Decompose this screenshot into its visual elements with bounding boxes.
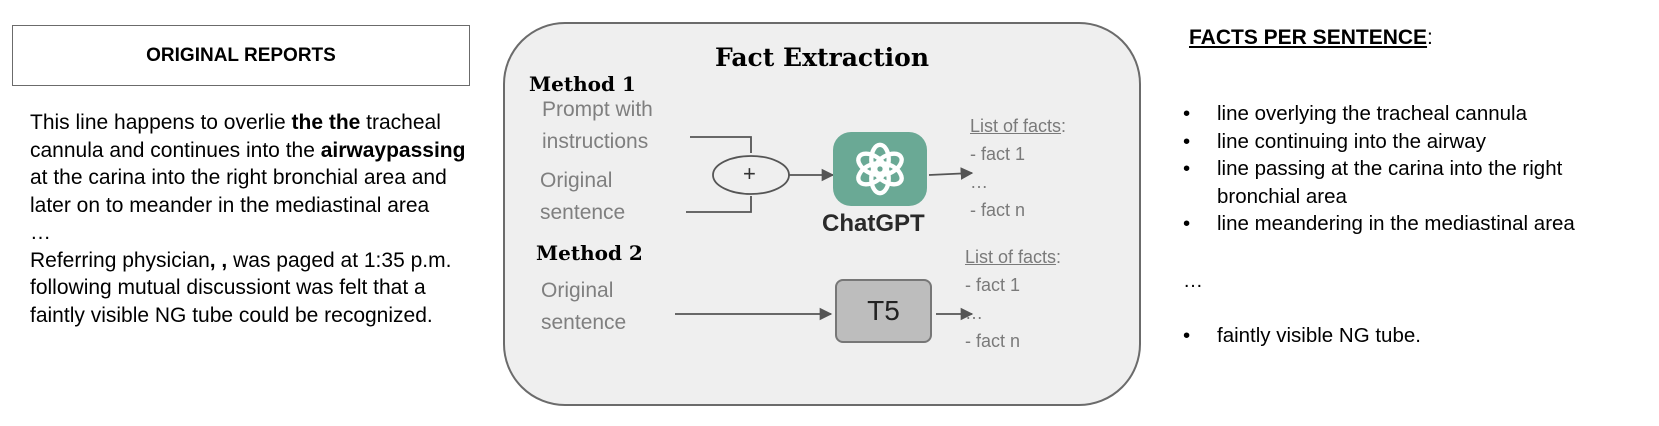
prompt-connector	[690, 136, 752, 153]
facts-heading-colon: :	[1061, 116, 1067, 136]
method-1-sentence-input: Original sentence	[540, 169, 626, 224]
facts-heading-text: List of facts	[965, 247, 1057, 267]
fact-item: …	[965, 303, 983, 323]
original-reports-title: ORIGINAL REPORTS	[146, 44, 336, 66]
fact-text: line meandering in the mediastinal area	[1217, 212, 1575, 235]
sentence-connector	[686, 196, 752, 213]
report-bold-span: airwaypassing	[320, 138, 466, 162]
report-text-span: at the carina into the right bronchial a…	[30, 166, 447, 217]
method-2-facts-heading: List of facts:	[965, 243, 1061, 271]
method-2-facts: List of facts: - fact 1 … - fact n	[965, 243, 1061, 355]
method-1-prompt-input: Prompt with instructions	[542, 98, 653, 153]
chatgpt-label: ChatGPT	[822, 210, 925, 237]
chatgpt-to-facts-arrow	[928, 167, 974, 180]
facts-title-text: FACTS PER SENTENCE	[1189, 26, 1428, 49]
t5-model-box: T5	[835, 279, 932, 343]
fact-item: - fact 1	[970, 144, 1026, 164]
method-1-facts: List of facts: - fact 1 … - fact n	[970, 112, 1066, 224]
facts-title-colon: :	[1427, 26, 1433, 49]
method-1-facts-heading: List of facts:	[970, 112, 1066, 140]
report-text: This line happens to overlie the the tra…	[30, 109, 470, 329]
report-text-span: This line happens to overlie	[30, 111, 292, 134]
report-ellipsis: …	[30, 221, 51, 244]
fact-text: line overlying the tracheal cannula	[1217, 102, 1527, 125]
facts-per-sentence-title: FACTS PER SENTENCE:	[1189, 26, 1433, 50]
bullet-icon: •	[1183, 212, 1191, 235]
report-bold-span: , ,	[209, 248, 228, 272]
report-bold-span: the the	[291, 111, 361, 134]
facts-heading-text: List of facts	[970, 116, 1062, 136]
chatgpt-logo-icon	[833, 132, 927, 206]
combine-symbol: +	[743, 161, 756, 186]
panel-title: Fact Extraction	[714, 43, 930, 72]
fact-item: - fact n	[965, 331, 1021, 351]
bullet-icon: •	[1183, 324, 1191, 347]
fact-text: line passing at the carina into the righ…	[1217, 157, 1563, 208]
report-text-span: Referring physician	[30, 248, 210, 272]
report-text-span: was paged at 1:35 p.m. following mutual …	[30, 248, 452, 327]
fact-item: - fact 1	[965, 275, 1021, 295]
original-reports-box: ORIGINAL REPORTS	[12, 25, 470, 86]
method-2-sentence-input: Original sentence	[541, 279, 627, 334]
report-paragraph-1: This line happens to overlie the the tra…	[30, 109, 470, 219]
t5-label: T5	[867, 295, 900, 326]
report-paragraph-2: Referring physician, , was paged at 1:35…	[30, 247, 470, 330]
report-text-span: tracheal cannula and continues into the	[30, 111, 441, 162]
chatgpt-knot-icon	[856, 142, 904, 196]
method-1-label: Method 1	[529, 72, 636, 96]
bullet-icon: •	[1183, 129, 1191, 153]
fact-item: …	[970, 172, 988, 192]
connector-lines	[675, 136, 974, 321]
fact-item: - fact n	[970, 200, 1026, 220]
fact-text: faintly visible NG tube.	[1217, 324, 1421, 347]
facts-heading-colon: :	[1056, 247, 1062, 267]
fact-extraction-panel: Fact Extraction Method 1 Prompt with ins…	[503, 22, 1141, 406]
facts-ellipsis: …	[1183, 270, 1203, 292]
bullet-icon: •	[1183, 157, 1191, 180]
method-2-label: Method 2	[536, 241, 643, 265]
bullet-icon: •	[1183, 102, 1191, 125]
fact-text: line continuing into the airway	[1217, 129, 1486, 153]
